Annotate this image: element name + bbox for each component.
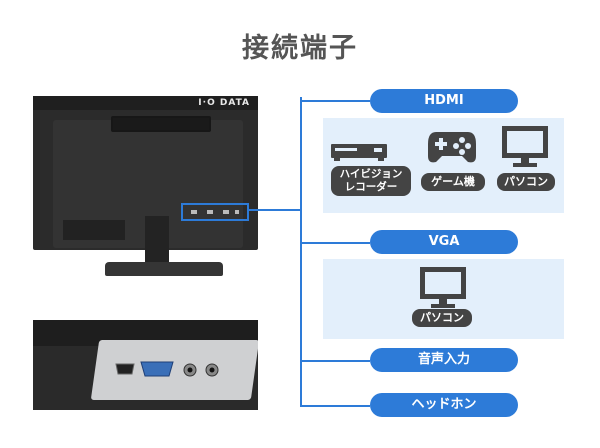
branch-line: [300, 100, 370, 102]
vga-port-icon: [140, 361, 174, 377]
port-closeup-image: [33, 320, 258, 410]
port-marker: [191, 210, 197, 214]
ports-highlight: [181, 203, 249, 221]
branch-line: [300, 360, 370, 362]
carry-handle: [111, 116, 211, 132]
label-sticker: [63, 220, 125, 240]
pc-monitor-icon: [420, 267, 466, 308]
headphone-label: ヘッドホン: [370, 393, 518, 417]
device-label-pc: パソコン: [497, 173, 555, 191]
pc-monitor-icon: [502, 126, 548, 167]
game-controller-icon: [428, 132, 476, 163]
port-marker: [223, 210, 229, 214]
branch-line: [300, 242, 370, 244]
device-label-line: ハイビジョン レコーダー: [339, 168, 403, 193]
vga-label: VGA: [370, 230, 518, 254]
port-marker: [235, 210, 239, 214]
port-marker: [207, 210, 213, 214]
device-label-pc: パソコン: [412, 309, 472, 327]
stand-base: [105, 262, 223, 276]
monitor-back-image: I·O DATA: [33, 96, 258, 276]
monitor-top-bezel: I·O DATA: [33, 96, 258, 110]
brand-logo: I·O DATA: [198, 98, 250, 108]
hdmi-label: HDMI: [370, 89, 518, 113]
vga-devices-panel: パソコン: [323, 259, 564, 339]
blu-ray-recorder-icon: [331, 144, 387, 161]
tree-trunk-line: [300, 97, 302, 407]
connector-line: [247, 209, 301, 211]
audio-in-port-icon: [183, 363, 197, 377]
hdmi-devices-panel: ハイビジョン レコーダー ゲーム機 パソコン: [323, 118, 564, 213]
audio-in-label: 音声入力: [370, 348, 518, 372]
hdmi-port-icon: [115, 363, 135, 375]
stand-neck: [145, 216, 169, 264]
headphone-port-icon: [205, 363, 219, 377]
page-title: 接続端子: [242, 33, 358, 64]
device-label-game: ゲーム機: [421, 173, 485, 191]
device-label-recorder: ハイビジョン レコーダー: [331, 166, 411, 196]
branch-line: [300, 405, 370, 407]
